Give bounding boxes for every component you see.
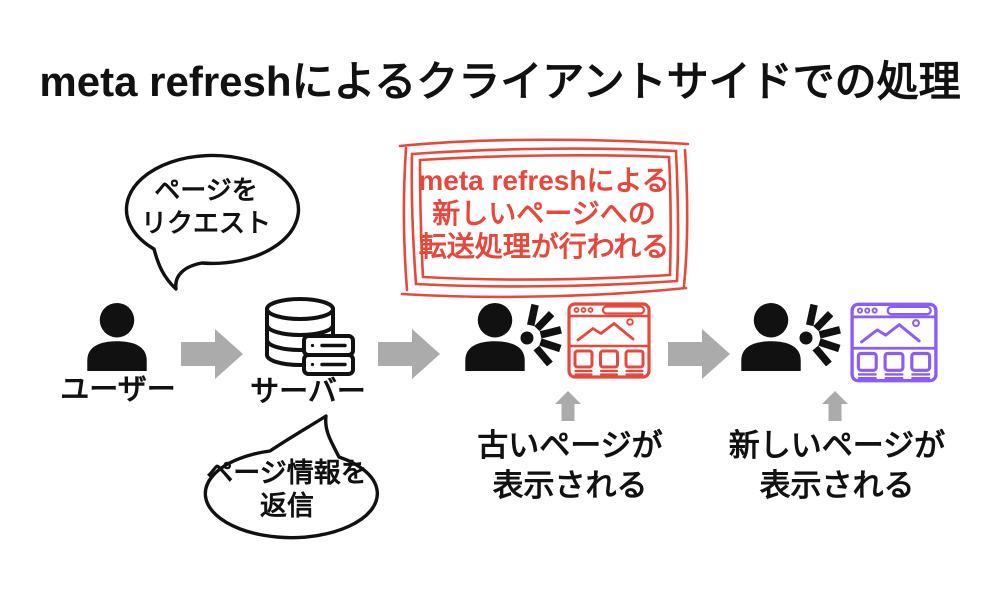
old-page-caption: 古いページが 表示される [460, 426, 680, 506]
highlight-box-text: meta refreshによる 新しいページへの 転送処理が行われる [398, 164, 690, 263]
page-title: meta refreshによるクライアントサイドでの処理 [39, 58, 961, 106]
viewer-person-icon [465, 302, 525, 371]
arrow-right-icon [181, 329, 243, 379]
arrow-up-icon [822, 391, 848, 421]
bubble-line: リクエスト [140, 208, 271, 238]
attention-burst-icon [520, 303, 562, 366]
caption-line: 新しいページが [728, 428, 946, 463]
bubble-line: 返信 [260, 491, 314, 521]
highlight-line: meta refreshによる [418, 165, 670, 196]
arrow-right-icon [668, 329, 730, 379]
speech-bubble-response-text: ページ情報を 返信 [196, 457, 378, 523]
server-icon [265, 297, 355, 376]
caption-line: 表示される [759, 468, 915, 503]
highlight-box: meta refreshによる 新しいページへの 転送処理が行われる [398, 128, 690, 302]
highlight-line: 転送処理が行われる [418, 231, 670, 262]
arrow-up-icon [555, 391, 581, 421]
user-person-icon [87, 302, 147, 371]
highlight-line: 新しいページへの [432, 198, 656, 229]
new-page-browser-icon [850, 302, 938, 383]
speech-bubble-request-text: ページを リクエスト [110, 174, 302, 240]
sketch-frame-icon [398, 138, 690, 299]
caption-line: 表示される [492, 468, 648, 503]
old-page-browser-icon [567, 302, 651, 379]
speech-bubble-response: ページ情報を 返信 [196, 413, 380, 543]
arrow-right-icon [378, 329, 440, 379]
server-label: サーバー [250, 376, 366, 408]
new-page-caption: 新しいページが 表示される [720, 426, 954, 506]
attention-burst-icon [799, 303, 841, 366]
bubble-line: ページ情報を [206, 458, 368, 488]
viewer-person-icon [741, 302, 801, 371]
bubble-line: ページを [154, 175, 258, 205]
user-label: ユーザー [60, 374, 176, 406]
speech-bubble-request: ページを リクエスト [110, 152, 302, 294]
speech-bubble-icon [124, 153, 301, 291]
speech-bubble-icon [203, 414, 380, 540]
caption-line: 古いページが [477, 428, 663, 463]
